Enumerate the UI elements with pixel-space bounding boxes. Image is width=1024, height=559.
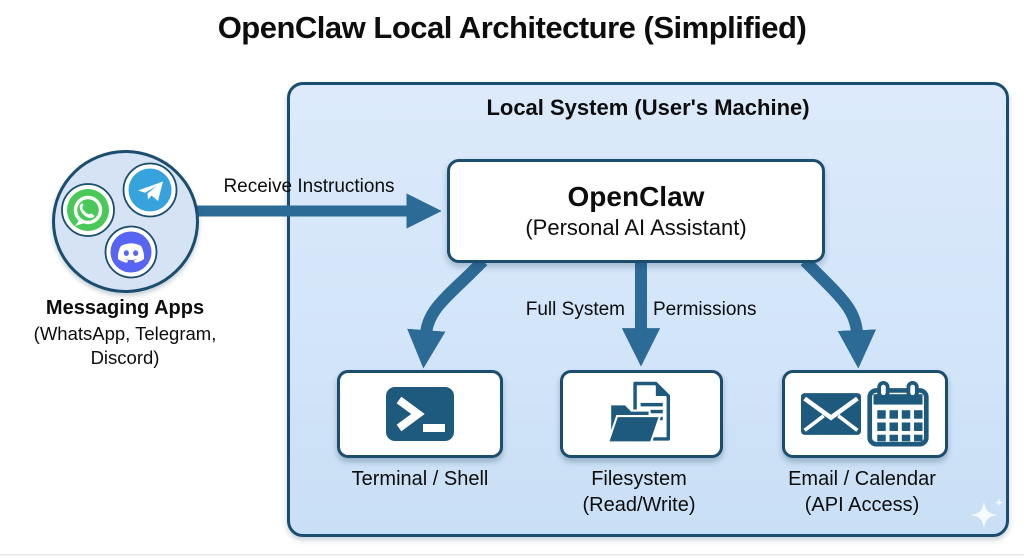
terminal-shell-label-text: Terminal / Shell xyxy=(351,468,489,490)
messaging-apps-label: Messaging Apps xyxy=(45,297,205,319)
whatsapp-icon xyxy=(61,183,115,237)
filesystem-label-text: Filesystem xyxy=(591,468,687,490)
full-system-label: Full System xyxy=(525,299,625,320)
discord-icon xyxy=(104,225,158,279)
telegram-icon xyxy=(122,162,178,218)
terminal-icon xyxy=(386,387,454,441)
email-calendar-label-text: Email / Calendar xyxy=(788,468,936,490)
receive-instructions-label: Receive Instructions xyxy=(223,176,395,197)
filesystem-label: Filesystem (Read/Write) xyxy=(549,466,729,518)
filesystem-box xyxy=(560,370,723,458)
permissions-label: Permissions xyxy=(653,299,757,320)
local-system-panel xyxy=(287,82,1009,537)
filesystem-sublabel-text: (Read/Write) xyxy=(582,494,696,516)
openclaw-subtitle: (Personal AI Assistant) xyxy=(525,215,747,240)
envelope-icon xyxy=(801,393,861,435)
openclaw-name: OpenClaw xyxy=(567,181,705,212)
diagram-title: OpenClaw Local Architecture (Simplified) xyxy=(217,10,807,45)
bottom-edge-artifact xyxy=(0,554,1024,556)
terminal-shell-label: Terminal / Shell xyxy=(322,466,518,492)
folder-document-icon xyxy=(606,381,670,444)
openclaw-box: OpenClaw (Personal AI Assistant) xyxy=(447,159,825,263)
messaging-apps-sublabel: (WhatsApp, Telegram, Discord) xyxy=(33,323,217,368)
email-calendar-sublabel-text: (API Access) xyxy=(804,494,920,516)
terminal-shell-box xyxy=(337,370,503,458)
email-calendar-box xyxy=(782,370,948,458)
email-calendar-label: Email / Calendar (API Access) xyxy=(769,466,955,518)
sparkle-icon xyxy=(970,498,1004,529)
local-system-title: Local System (User's Machine) xyxy=(486,95,810,120)
calendar-icon xyxy=(867,381,929,447)
